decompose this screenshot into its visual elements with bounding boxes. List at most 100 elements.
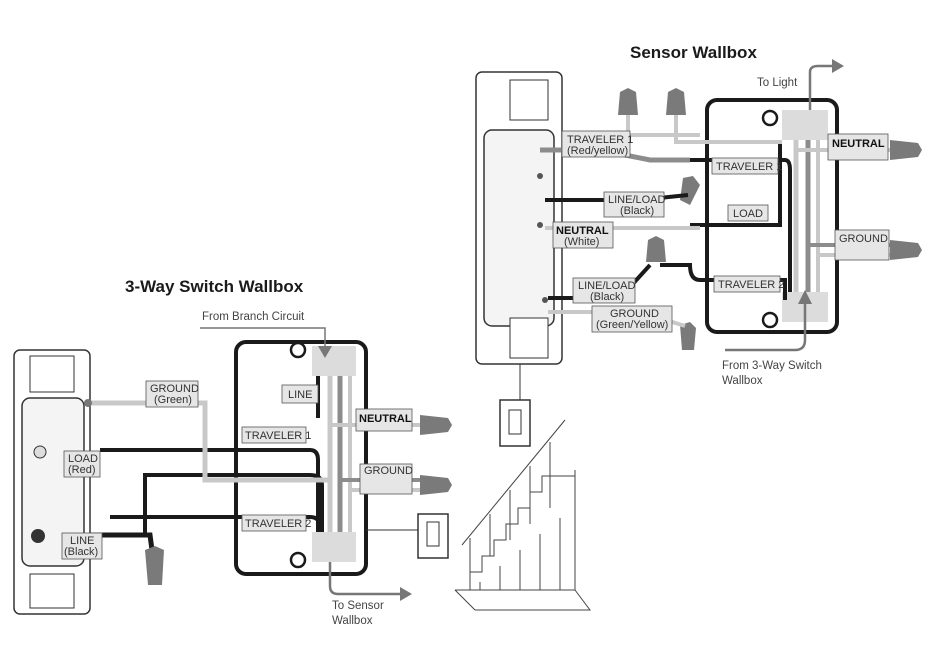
wire-nut-lineload [680,176,700,205]
threeway-terminal-load-icon [33,445,47,459]
tag-threeway-ground: GROUND (Green) [145,380,199,408]
wire-nut-threeway-line [145,546,164,585]
sensor-wire-load-box [690,140,782,227]
svg-text:LINE: LINE [288,389,312,401]
threeway-wire-nuts [145,415,452,585]
threeway-wire-traveler1 [100,448,320,532]
svg-text:(Black): (Black) [620,205,654,217]
sensor-wire-traveler1-box [690,158,792,292]
threeway-wallbox-title: 3-Way Switch Wallbox [125,277,304,296]
tag-sensor-neutral: NEUTRAL (White) [552,221,614,249]
wire-nut-top-2 [666,88,686,115]
wire-nut-threeway-neutral [420,415,452,435]
tag-box-load: LOAD [727,204,769,222]
from-3way-label-1: From 3-Way Switch [722,360,822,372]
svg-text:GROUND: GROUND [610,308,659,320]
from-branch-leader [200,327,326,350]
sensor-terminal-1 [537,173,543,179]
threeway-switch-bottom-mount [29,573,75,609]
sensor-wire-nuts [618,88,922,350]
tag-box-ground: GROUND [834,229,890,261]
svg-text:(Green/Yellow): (Green/Yellow) [596,319,668,331]
threeway-cable-entry-top [312,346,356,376]
threeway-box-screw-bottom [289,551,307,569]
tag-threeway-load: LOAD (Red) [63,450,101,478]
sensor-wallbox-outline [705,98,839,334]
threeway-wallbox-outline [234,340,368,576]
to-light-arrow [808,64,835,110]
wire-nut-top-1 [618,88,638,115]
to-sensor-arrow [328,562,400,596]
threeway-switch-body [21,397,85,567]
threeway-wall-plate-rocker-icon [426,521,440,547]
from-branch-arrowhead [318,346,332,358]
tag-sensor-ground: GROUND (Green/Yellow) [591,305,673,333]
sensor-terminal-2 [537,222,543,228]
svg-text:(Black): (Black) [64,546,98,558]
tag-sensor-traveler1: TRAVELER 1 (Red/yellow) [561,130,633,158]
svg-text:NEUTRAL: NEUTRAL [359,413,412,425]
svg-text:LINE/LOAD: LINE/LOAD [578,280,636,292]
sensor-device-top-mount [509,79,549,121]
tag-box-neutral: NEUTRAL [827,133,889,161]
svg-text:LOAD: LOAD [68,453,98,465]
to-light-arrowhead [832,59,844,73]
to-sensor-arrowhead [400,587,412,601]
sensor-box-screw-bottom [761,311,779,329]
threeway-switch-top-mount [29,355,75,393]
svg-text:LINE: LINE [70,535,94,547]
from-3way-label-2: Wallbox [722,375,763,387]
to-sensor-label-2: Wallbox [332,615,373,627]
to-sensor-label-1: To Sensor [332,600,384,612]
from-3way-arrowhead [798,290,812,304]
svg-text:TRAVELER 2: TRAVELER 2 [245,518,311,530]
svg-text:TRAVELER 1: TRAVELER 1 [567,134,633,146]
threeway-box-screw-top [289,341,307,359]
svg-text:NEUTRAL: NEUTRAL [832,138,885,150]
svg-text:(Black): (Black) [590,291,624,303]
tag-sensor-lineload2: LINE/LOAD (Black) [572,277,636,304]
sensor-device-bottom-mount [509,317,549,359]
svg-text:NEUTRAL: NEUTRAL [556,225,609,237]
sensor-wallbox-section: Sensor Wallbox To Light From 3-Way Switc… [454,43,922,611]
tag-threeway-line: LINE (Black) [61,532,103,560]
tag-threeway-box-traveler1: TRAVELER 1 [241,426,311,444]
svg-text:TRAVELER 1: TRAVELER 1 [245,430,311,442]
tag-threeway-box-line: LINE [281,384,319,404]
threeway-wire-traveler2 [110,515,322,532]
tag-sensor-lineload1: LINE/LOAD (Black) [603,191,666,218]
wire-nut-traveler2 [646,236,666,262]
tag-threeway-box-ground: GROUND [359,463,413,495]
wire-nut-threeway-ground [420,475,452,495]
svg-text:LINE/LOAD: LINE/LOAD [608,194,666,206]
tag-box-traveler2: TRAVELER 2 [713,275,784,293]
staircase-icon [454,419,591,611]
sensor-cable-entry-top [782,110,828,140]
wire-nut-ground-sensor [680,322,696,350]
sensor-wire-traveler2-box [660,263,787,300]
svg-text:GROUND: GROUND [839,233,888,245]
from-3way-arrow-line [725,300,807,352]
svg-text:GROUND: GROUND [364,465,413,477]
wire-nut-neutral [890,140,922,160]
sensor-device-body [483,129,555,327]
from-branch-circuit-label: From Branch Circuit [202,311,305,323]
svg-text:TRAVELER 2: TRAVELER 2 [718,279,784,291]
threeway-terminal-ground-icon [84,399,92,407]
tag-threeway-box-neutral: NEUTRAL [355,408,413,432]
threeway-wire-traveler1-jumper [143,473,324,535]
sensor-lead-top-1 [626,115,700,137]
threeway-terminal-line-icon [31,529,45,543]
svg-text:(White): (White) [564,236,599,248]
svg-text:TRAVELER 1: TRAVELER 1 [716,161,782,173]
svg-text:(Red): (Red) [68,464,96,476]
threeway-cable-entry-bottom [312,532,356,562]
sensor-terminal-3 [542,297,548,303]
svg-text:(Green): (Green) [154,394,192,406]
sensor-switch-rocker-icon [508,409,522,435]
svg-text:(Red/yellow): (Red/yellow) [567,145,628,157]
threeway-wallbox-section: 3-Way Switch Wallbox From Branch Circuit… [13,277,452,627]
sensor-lead-top-2 [674,115,782,144]
wire-nut-ground [890,240,922,260]
